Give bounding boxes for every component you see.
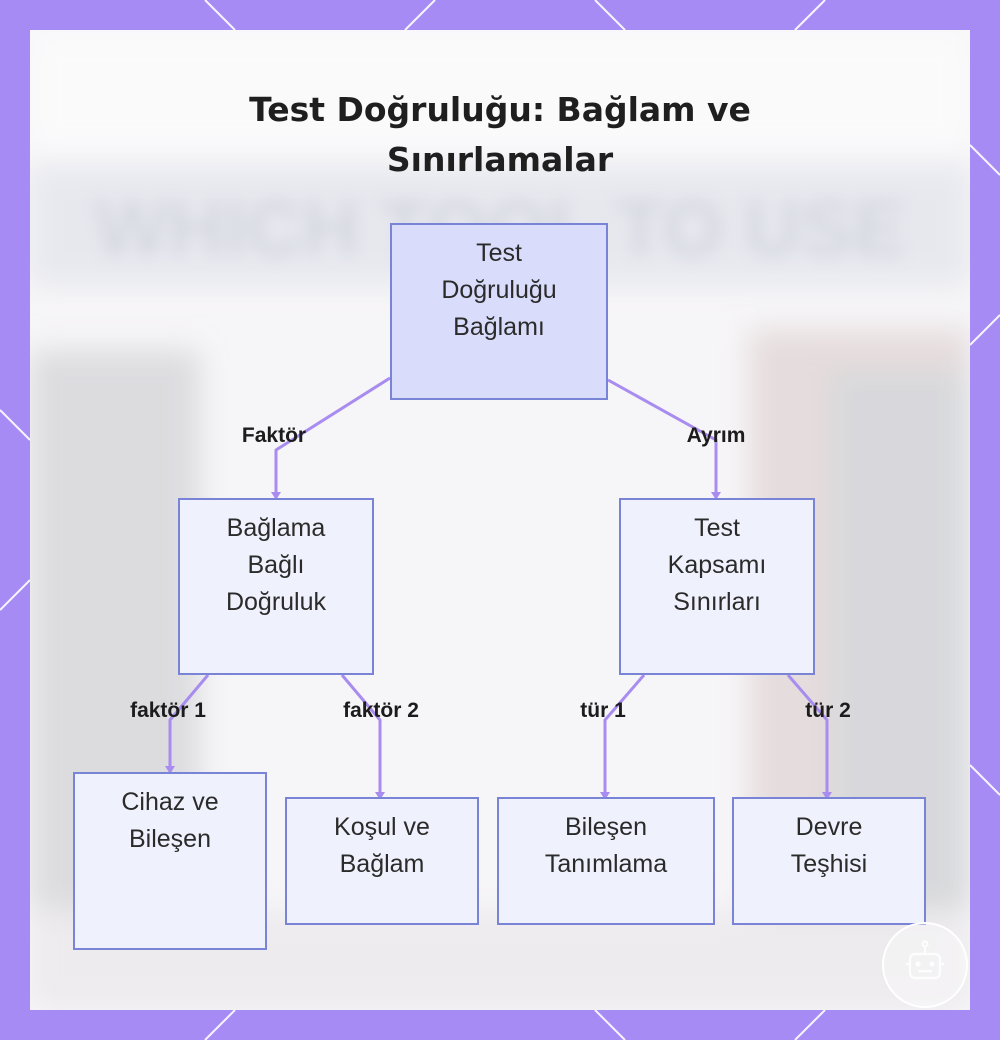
arrowhead-leaf2 bbox=[375, 792, 385, 800]
node-right-line-2: Kapsamı bbox=[667, 551, 767, 579]
node-leaf-4-line-1: Devre bbox=[795, 813, 863, 841]
node-leaf-3-line-1: Bileşen bbox=[565, 813, 647, 841]
arrowhead-leaf3 bbox=[600, 792, 610, 800]
edge-root-right bbox=[607, 378, 718, 498]
node-leaf-3: Bileşen Tanımlama bbox=[497, 797, 715, 925]
edge-label-tur-2: tür 2 bbox=[805, 699, 851, 722]
edge-label-faktor: Faktör bbox=[241, 424, 307, 447]
node-leaf-2-line-1: Koşul ve bbox=[334, 813, 430, 841]
edge-left-leaf2 bbox=[340, 674, 382, 798]
title-line-2: Sınırlamalar bbox=[386, 140, 614, 179]
node-left: Bağlama Bağlı Doğruluk bbox=[178, 498, 374, 675]
node-leaf-1-line-2: Bileşen bbox=[129, 825, 211, 853]
edge-label-faktor-1: faktör 1 bbox=[130, 699, 206, 722]
node-leaf-3-line-2: Tanımlama bbox=[544, 850, 668, 878]
arrowhead-leaf4 bbox=[822, 792, 832, 800]
edge-label-tur-1: tür 1 bbox=[580, 699, 626, 722]
edge-label-faktor-2: faktör 2 bbox=[343, 699, 419, 722]
edge-right-leaf4 bbox=[786, 674, 829, 798]
node-leaf-2-line-2: Bağlam bbox=[339, 850, 425, 878]
node-root-line-2: Doğruluğu bbox=[441, 276, 557, 304]
node-leaf-1: Cihaz ve Bileşen bbox=[73, 772, 267, 950]
title-line-1: Test Doğruluğu: Bağlam ve bbox=[249, 90, 751, 129]
diagram-card: WHICH TOOL TO USE Test Doğruluğu: Bağlam… bbox=[30, 30, 970, 1010]
node-right-line-1: Test bbox=[694, 514, 740, 542]
arrowhead-right bbox=[711, 492, 721, 500]
edge-left-leaf1 bbox=[168, 674, 210, 772]
node-leaf-4-line-2: Teşhisi bbox=[790, 850, 868, 878]
page-title: Test Doğruluğu: Bağlam ve Sınırlamalar bbox=[30, 85, 970, 185]
node-root-line-1: Test bbox=[476, 239, 522, 267]
node-right: Test Kapsamı Sınırları bbox=[619, 498, 815, 675]
edge-label-ayrim: Ayrım bbox=[686, 424, 746, 447]
connectors bbox=[165, 376, 832, 800]
node-leaf-2: Koşul ve Bağlam bbox=[285, 797, 479, 925]
node-root: Test Doğruluğu Bağlamı bbox=[390, 223, 608, 400]
node-left-line-1: Bağlama bbox=[226, 514, 326, 542]
arrowhead-left bbox=[271, 492, 281, 500]
node-root-line-3: Bağlamı bbox=[453, 313, 545, 341]
robot-badge bbox=[882, 922, 968, 1008]
arrowhead-leaf1 bbox=[165, 766, 175, 774]
node-leaf-1-line-1: Cihaz ve bbox=[121, 788, 219, 816]
edge-root-left bbox=[274, 376, 391, 498]
node-leaf-4: Devre Teşhisi bbox=[732, 797, 926, 925]
robot-icon bbox=[906, 940, 944, 980]
node-left-line-2: Bağlı bbox=[247, 551, 305, 579]
node-right-line-3: Sınırları bbox=[673, 588, 761, 616]
edge-right-leaf3 bbox=[603, 674, 646, 798]
node-left-line-3: Doğruluk bbox=[225, 588, 327, 616]
